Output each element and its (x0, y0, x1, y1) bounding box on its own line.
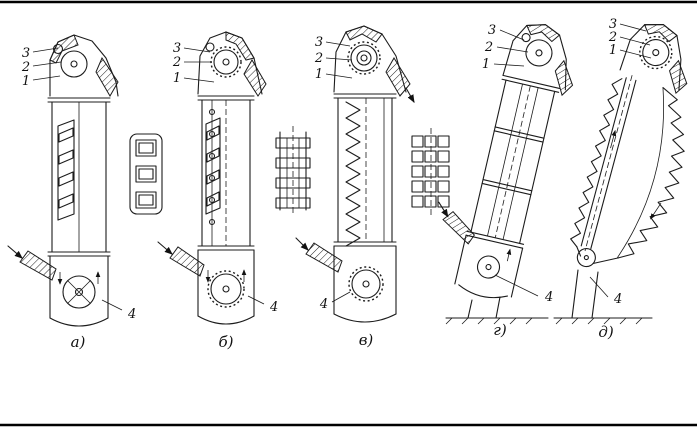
figure-a-head: 3 2 1 (21, 34, 119, 97)
figure-a-bucket-detail (129, 133, 163, 215)
part-label-3: 3 (315, 35, 323, 50)
figure-d-support (553, 269, 653, 325)
part-label-4: 4 (319, 297, 328, 312)
part-label-2: 2 (484, 40, 493, 55)
figure-v-casing (333, 93, 397, 247)
figure-v: 3 2 1 4 (295, 25, 450, 349)
figure-g-caption: г) (493, 321, 507, 339)
figure-b: 3 2 1 (157, 31, 311, 351)
part-label-4: 4 (127, 307, 136, 322)
part-label-2: 2 (21, 60, 30, 75)
part-label-3: 3 (22, 46, 30, 61)
figure-a-caption: а) (71, 333, 86, 351)
part-label-3: 3 (173, 41, 181, 56)
part-label-4: 4 (544, 290, 553, 305)
figure-v-head: 3 2 1 (314, 25, 415, 103)
figure-b-boot: 4 (157, 241, 278, 325)
figure-v-chain-mesh-detail (411, 128, 450, 216)
part-label-2: 2 (314, 51, 323, 66)
part-label-3: 3 (609, 17, 617, 32)
figure-g: 3 2 1 4 г) (438, 23, 574, 339)
part-label-4: 4 (613, 292, 622, 307)
figure-b-casing (197, 95, 255, 251)
part-label-4: 4 (269, 300, 278, 315)
figure-g-inclined-body (438, 24, 574, 299)
part-label-1: 1 (173, 71, 181, 86)
part-label-2: 2 (608, 30, 617, 45)
figure-v-caption: в) (359, 331, 374, 349)
part-label-1: 1 (315, 67, 323, 82)
figure-b-head: 3 2 1 (172, 31, 267, 97)
figure-a: 3 2 1 (7, 34, 163, 351)
figure-d: 3 2 1 4 д) (553, 17, 688, 341)
figure-a-casing (47, 97, 111, 257)
part-label-1: 1 (22, 74, 30, 89)
part-label-2: 2 (172, 55, 181, 70)
figure-v-boot: 4 (295, 237, 397, 323)
figure-a-boot: 4 (7, 245, 136, 327)
part-label-3: 3 (488, 23, 496, 38)
figure-b-caption: б) (218, 333, 233, 351)
part-label-1: 1 (609, 43, 617, 58)
figure-d-inclined-body (570, 23, 688, 268)
part-label-1: 1 (482, 57, 490, 72)
figure-g-support (445, 296, 549, 325)
figure-b-chain-detail (275, 126, 311, 216)
figure-d-caption: д) (598, 323, 614, 341)
